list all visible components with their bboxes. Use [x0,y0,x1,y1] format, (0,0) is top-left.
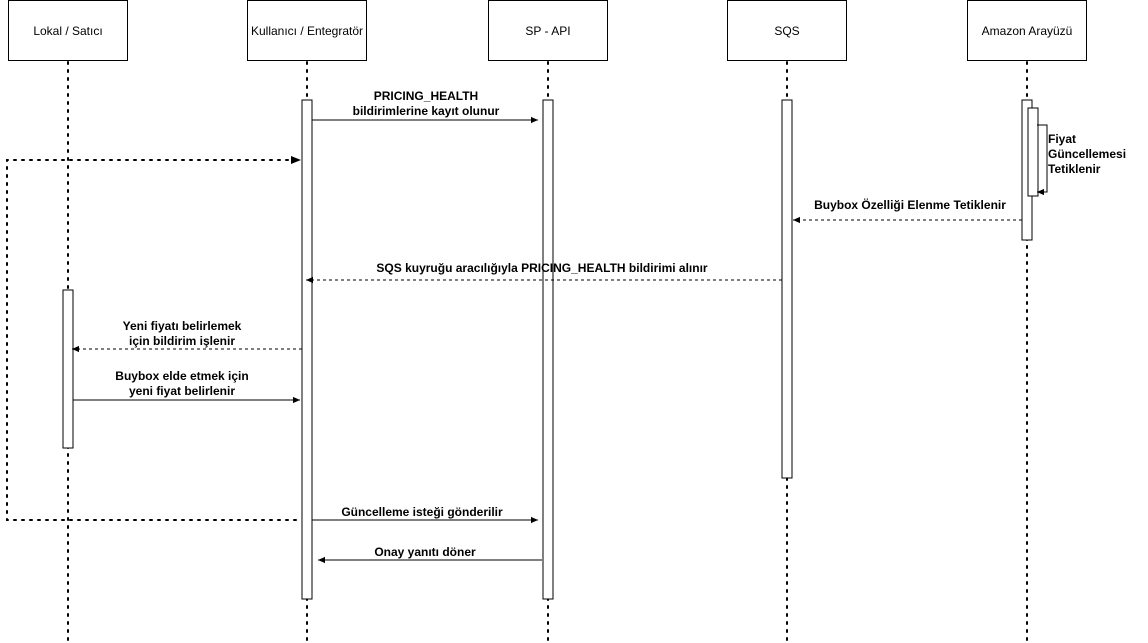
message-price-update-trigger-label: Fiyat Güncellemesi Tetiklenir [1048,132,1127,176]
message-subscribe-label: PRICING_HEALTH bildirimlerine kayıt olun… [352,89,500,118]
activation-sqs [781,99,793,479]
actor-kullanici-label: Kullanıcı / Entegratör [250,23,364,38]
actor-amazon-label: Amazon Arayüzü [981,23,1073,38]
message-sqs-receive-label: SQS kuyruğu aracılığıyla PRICING_HEALTH … [376,261,708,275]
actor-lokal: Lokal / Satıcı [8,0,128,61]
loop-frame-line [6,159,297,521]
message-set-new-price-label: Buybox elde etmek için yeni fiyat belirl… [115,369,249,398]
activation-lokal [62,289,74,449]
message-buybox-trigger-label: Buybox Özelliği Elenme Tetiklenir [814,198,1006,212]
actor-sqs: SQS [727,0,847,61]
actor-spapi-label: SP - API [525,23,571,38]
actor-sqs-label: SQS [774,23,800,38]
activation-amazon-self [1027,107,1039,197]
message-price-update-trigger-arrow [1037,124,1048,196]
loop-frame-arrowhead [291,156,301,164]
actor-spapi: SP - API [488,0,608,61]
activation-kullanici [301,99,313,600]
message-send-update-label: Güncelleme isteği gönderilir [341,505,503,519]
message-confirmation-label: Onay yanıtı döner [374,545,476,559]
activation-spapi [542,99,554,600]
actor-amazon: Amazon Arayüzü [967,0,1087,61]
actor-kullanici: Kullanıcı / Entegratör [247,0,367,61]
actor-lokal-label: Lokal / Satıcı [33,23,103,38]
message-process-notification-label: Yeni fiyatı belirlemek için bildirim işl… [122,319,242,348]
